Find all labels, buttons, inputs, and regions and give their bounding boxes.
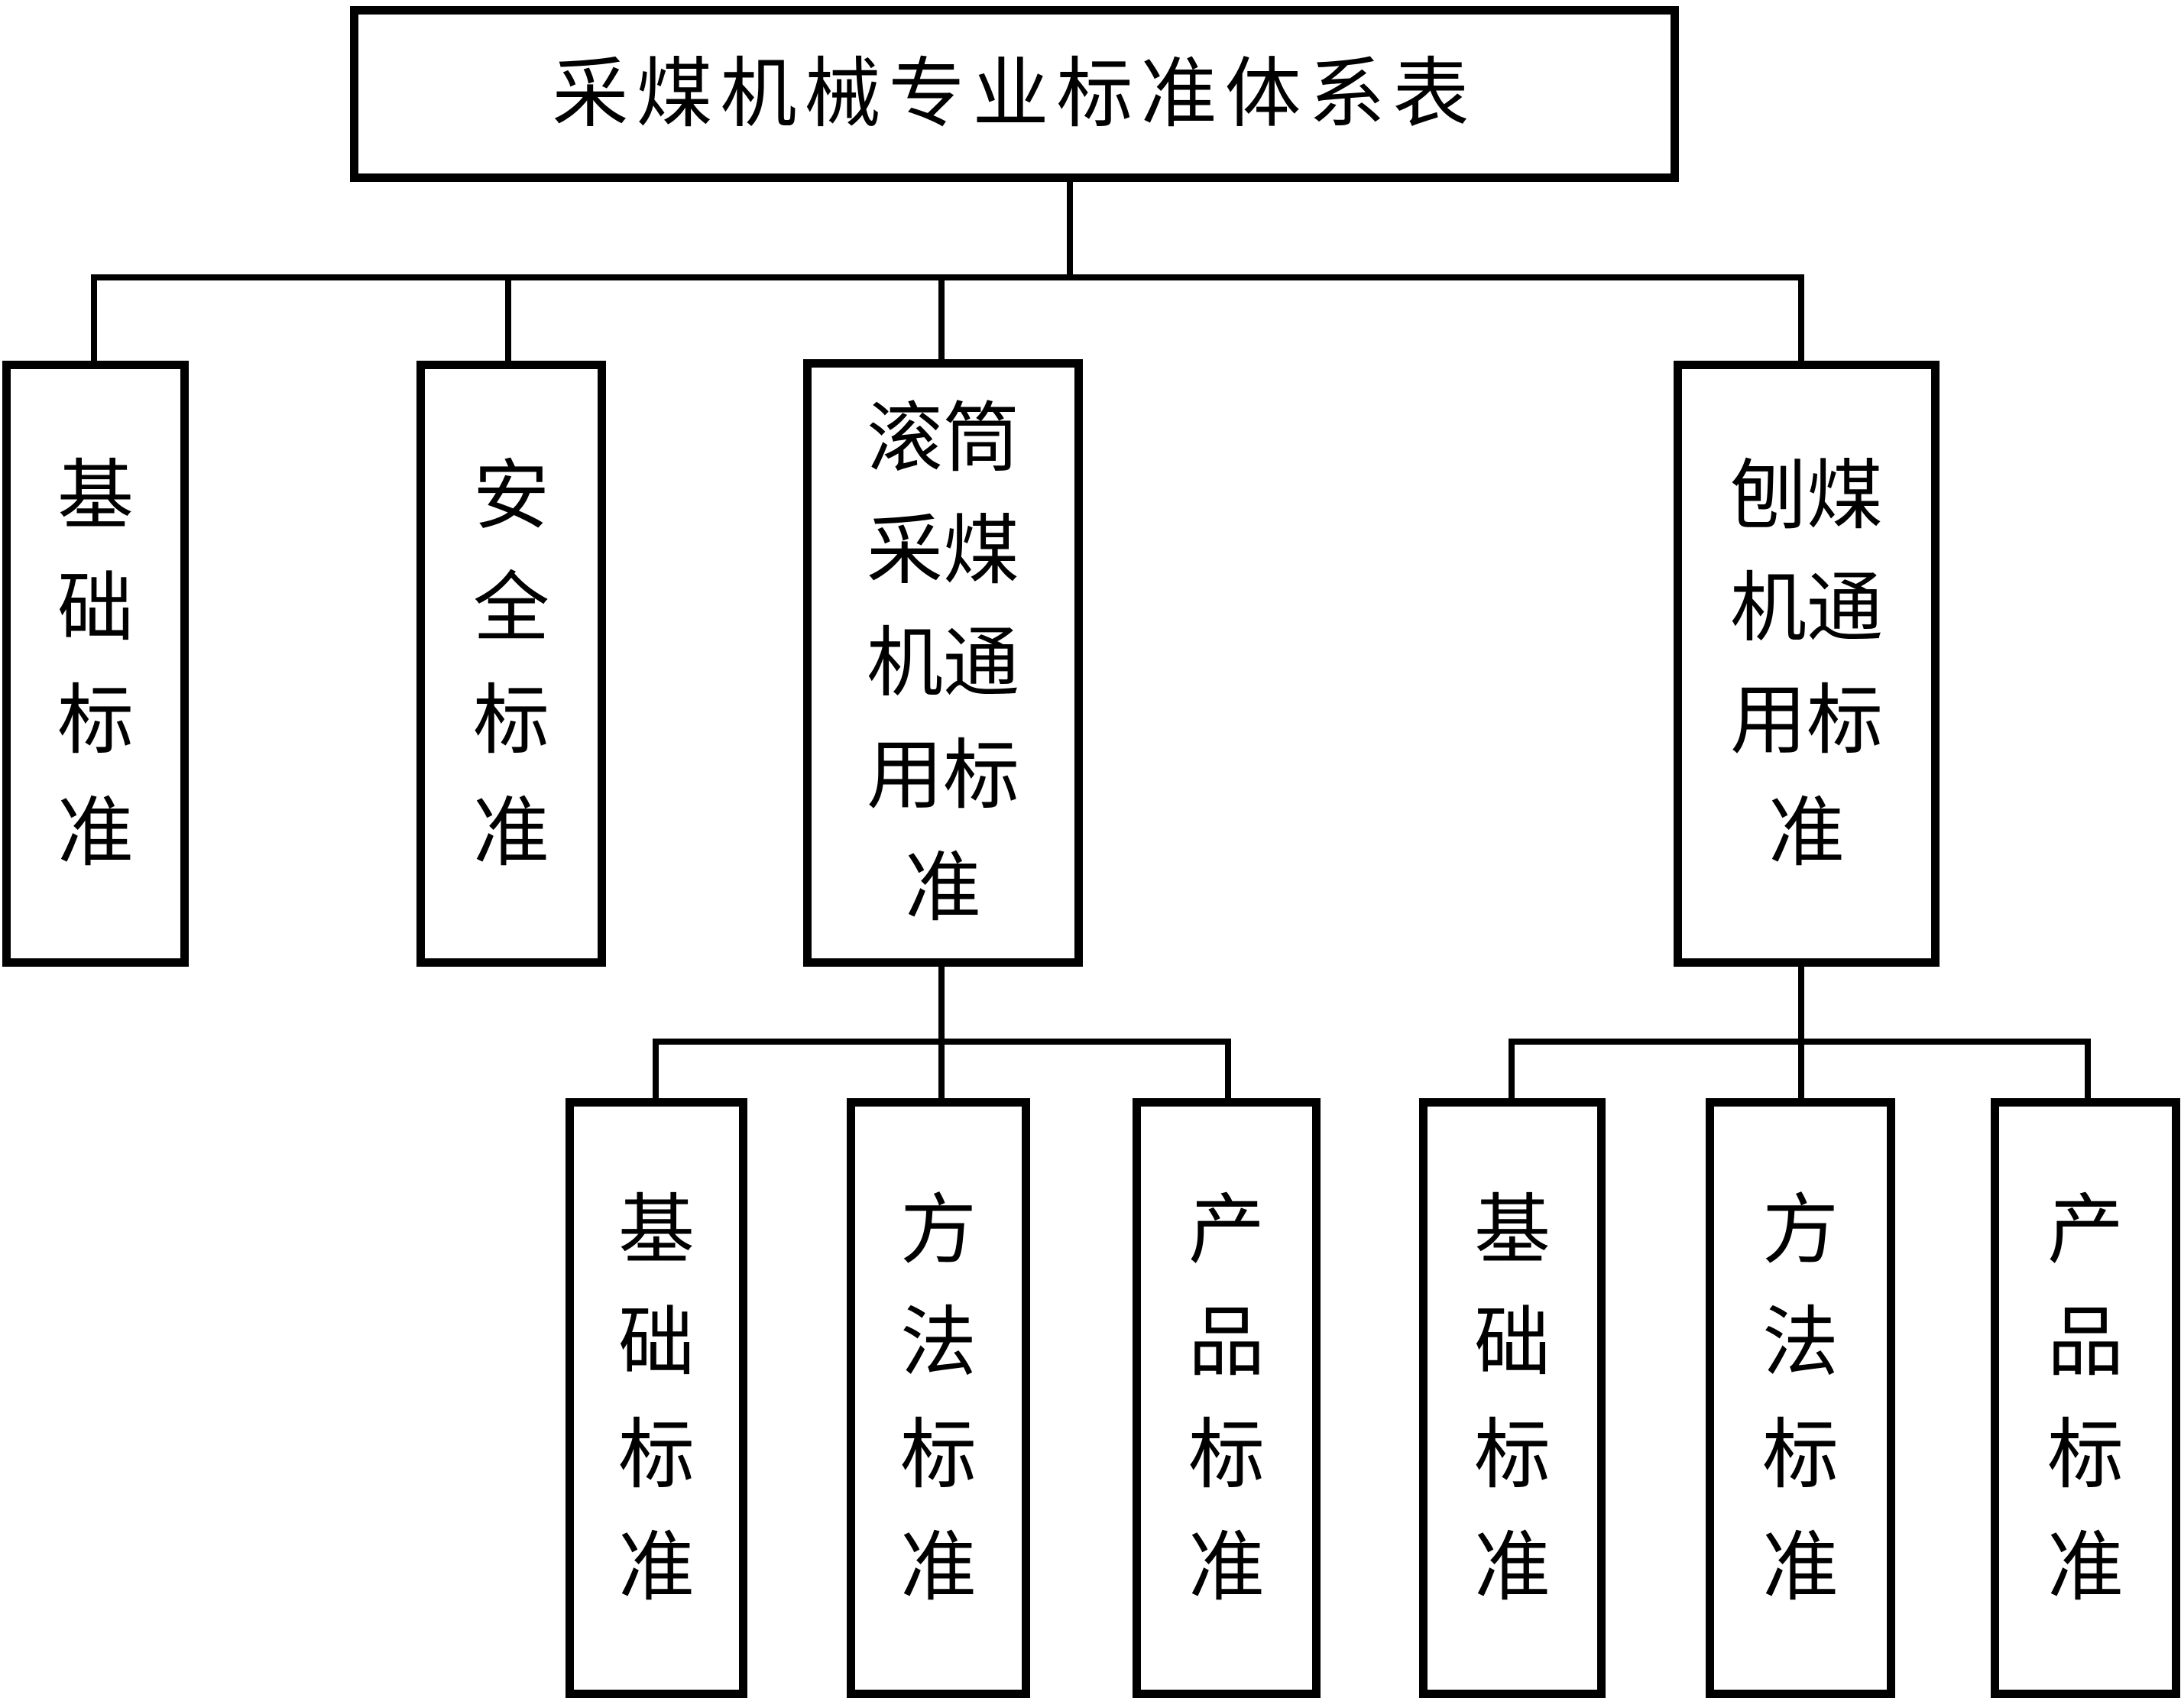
connector-drop-safety bbox=[505, 274, 511, 361]
connector-drop-plough bbox=[1798, 274, 1804, 361]
box-plough-method-standards: 方法标准 bbox=[1706, 1098, 1895, 1698]
connector-level2-bus bbox=[91, 274, 1804, 280]
box-coal-plough-general-standards: 刨煤机通用标准 bbox=[1674, 361, 1940, 967]
box-drum-method-standards-label: 方法标准 bbox=[900, 1185, 977, 1612]
connector-drop-plough-method bbox=[1798, 1039, 1804, 1098]
connector-drop-plough-basic bbox=[1509, 1039, 1515, 1098]
box-drum-basic-standards: 基础标准 bbox=[566, 1098, 747, 1698]
connector-drop-drum bbox=[938, 274, 945, 361]
box-basic-standards-label: 基础标准 bbox=[57, 450, 134, 877]
box-drum-shearer-general-standards: 滚筒采煤机通用标准 bbox=[803, 359, 1083, 967]
box-drum-product-standards-label: 产品标准 bbox=[1188, 1185, 1265, 1612]
box-safety-standards-label: 安全标准 bbox=[473, 450, 549, 877]
diagram-title: 采煤机械专业标准体系表 bbox=[552, 49, 1477, 138]
box-plough-product-standards-label: 产品标准 bbox=[2047, 1185, 2124, 1612]
connector-title-drop bbox=[1067, 182, 1073, 280]
box-coal-plough-general-standards-label: 刨煤机通用标准 bbox=[1730, 450, 1883, 877]
box-plough-product-standards: 产品标准 bbox=[1991, 1098, 2180, 1698]
connector-drop-drum-product bbox=[1225, 1039, 1231, 1098]
box-drum-basic-standards-label: 基础标准 bbox=[618, 1185, 695, 1612]
title-box: 采煤机械专业标准体系表 bbox=[350, 6, 1679, 182]
connector-plough-drop bbox=[1798, 967, 1804, 1042]
box-plough-basic-standards: 基础标准 bbox=[1419, 1098, 1606, 1698]
box-drum-product-standards: 产品标准 bbox=[1133, 1098, 1321, 1698]
box-safety-standards: 安全标准 bbox=[416, 361, 606, 967]
connector-drop-basic bbox=[91, 274, 97, 361]
box-plough-method-standards-label: 方法标准 bbox=[1762, 1185, 1839, 1612]
connector-drop-drum-method bbox=[938, 1039, 945, 1098]
box-drum-method-standards: 方法标准 bbox=[847, 1098, 1030, 1698]
box-drum-shearer-general-standards-label: 滚筒采煤机通用标准 bbox=[867, 394, 1019, 932]
connector-drum-drop bbox=[938, 967, 945, 1042]
connector-drop-plough-product bbox=[2085, 1039, 2091, 1098]
box-plough-basic-standards-label: 基础标准 bbox=[1474, 1185, 1551, 1612]
connector-drop-drum-basic bbox=[653, 1039, 659, 1098]
box-basic-standards: 基础标准 bbox=[2, 361, 189, 967]
